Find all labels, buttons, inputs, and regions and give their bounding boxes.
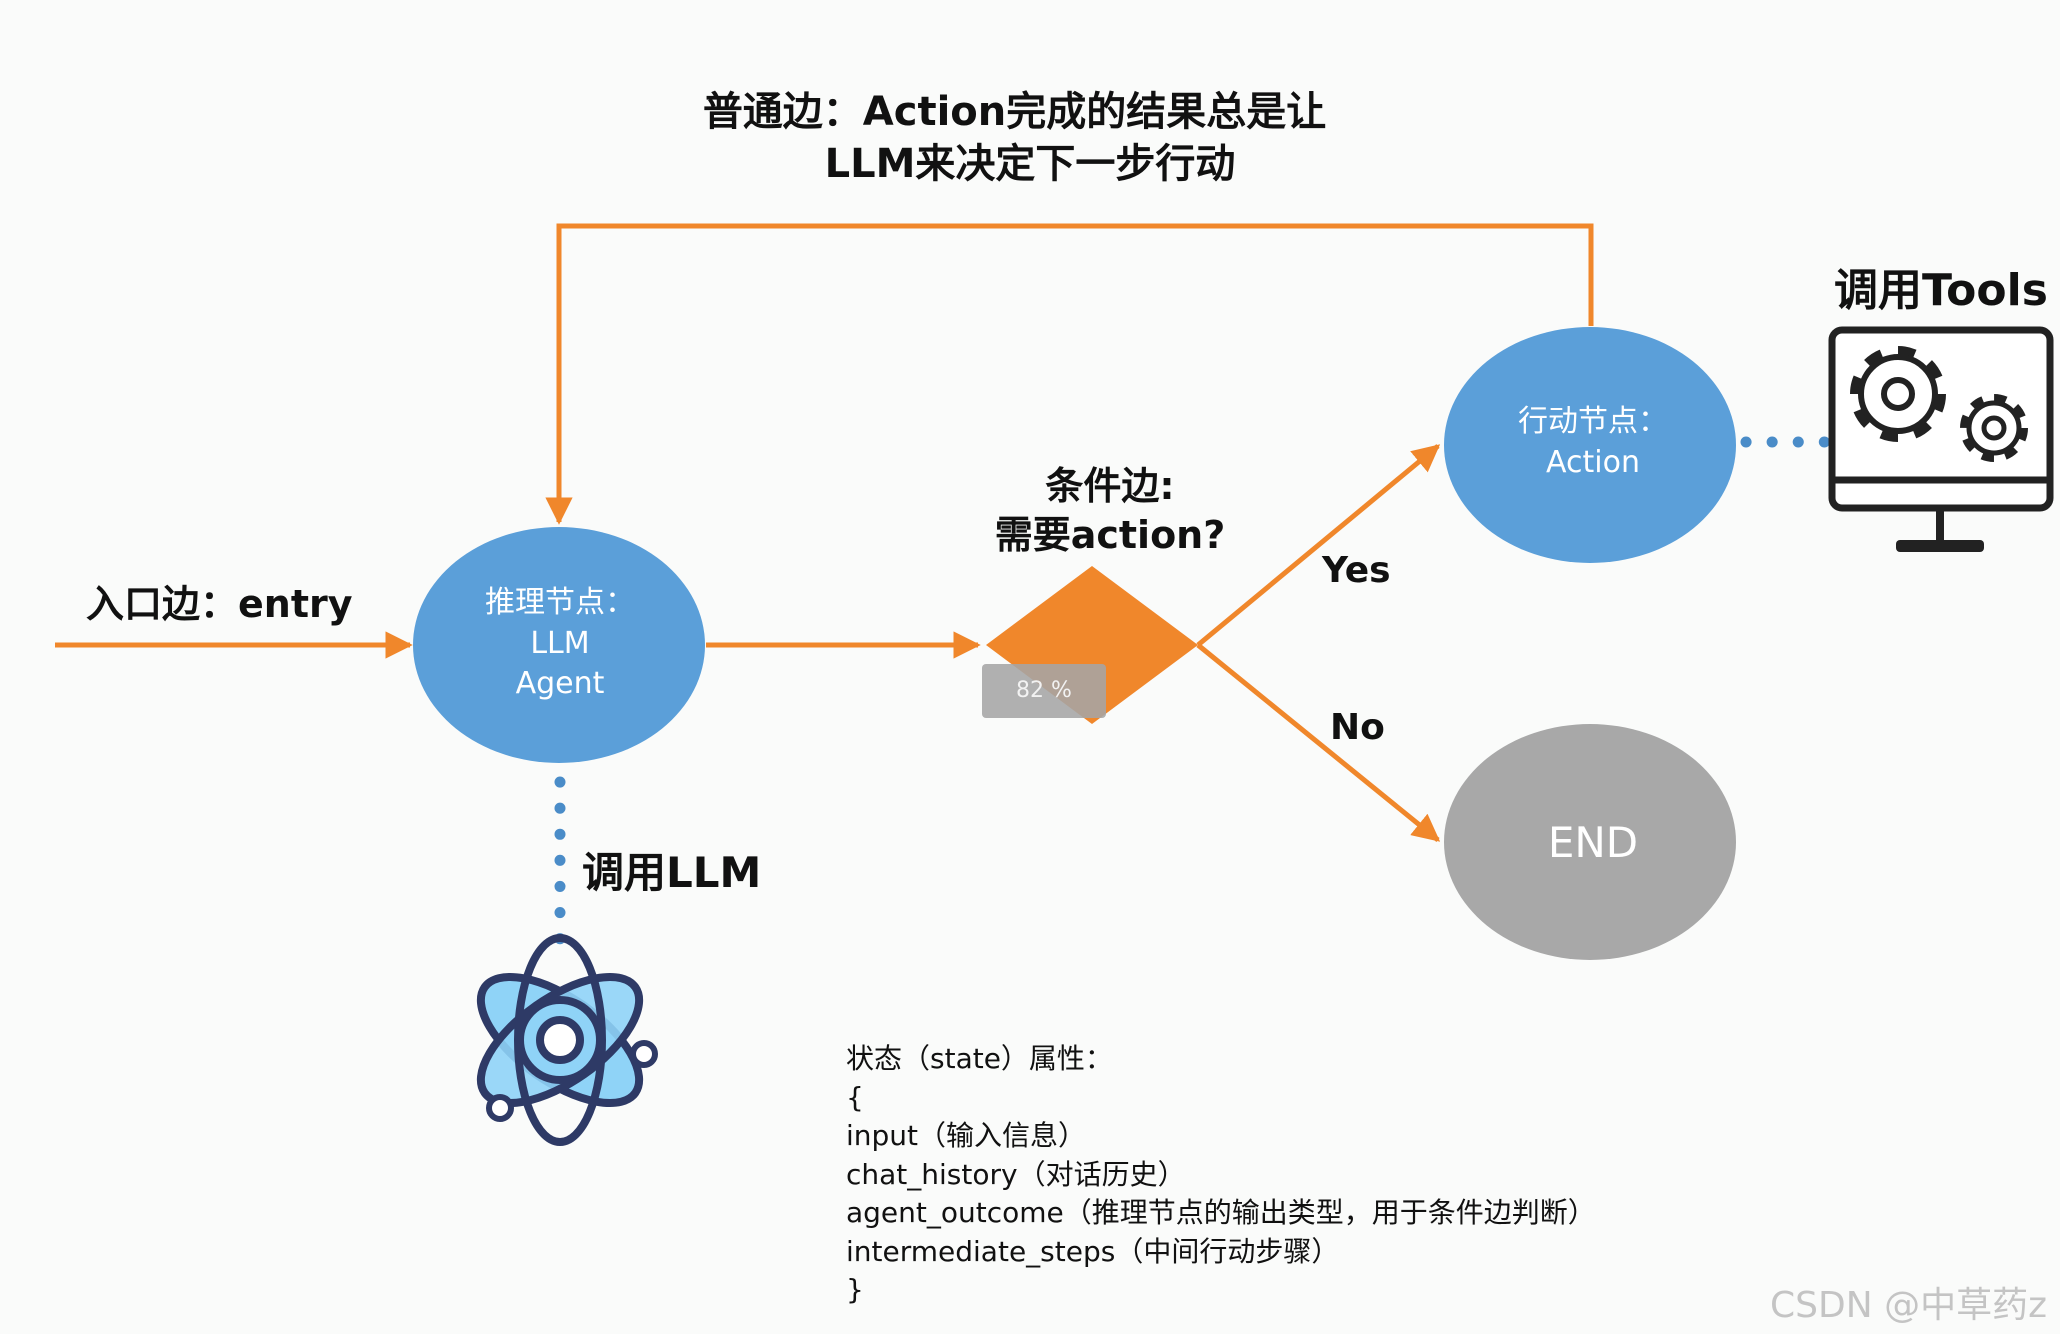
agent-node-text: 推理节点： LLM Agent [415,583,705,705]
action-node[interactable] [1444,327,1736,563]
end-node[interactable] [1444,724,1736,960]
state-open-brace: { [846,1080,864,1114]
call-llm-label: 调用LLM [582,848,762,897]
no-label: No [1330,707,1385,748]
state-attributes: 状态（state）属性： { input（输入信息） chat_history（… [846,1040,1596,1310]
agent-node-line2: LLM [530,625,590,661]
agent-node-line1: 推理节点： [485,585,635,620]
yes-edge [1196,444,1441,647]
normal-edge-label-line2: LLM来决定下一步行动 [824,141,1236,187]
state-field: input（输入信息） [846,1119,1087,1152]
watermark: CSDN @中草药z [1770,1285,2047,1326]
agent-node-line3: Agent [515,666,605,701]
entry-edge-label: 入口边：entry [86,582,353,626]
state-field: chat_history（对话历史） [846,1157,1186,1191]
normal-edge-label-line1: 普通边：Action完成的结果总是让 [702,89,1327,135]
action-node-line1: 行动节点： [1518,404,1668,439]
conditional-edge-label-line2: 需要action? [994,513,1226,558]
state-field: intermediate_steps（中间行动步骤） [846,1234,1340,1268]
state-field: agent_outcome（推理节点的输出类型，用于条件边判断） [846,1196,1596,1229]
call-tools-label: 调用Tools [1834,265,2048,316]
monitor-gears-icon [1828,326,2054,552]
conditional-edge-label: 条件边: 需要action? [980,462,1240,561]
yes-label: Yes [1322,550,1391,591]
normal-edge [545,223,1594,525]
agent-node[interactable] [413,527,705,763]
action-node-text: 行动节点： Action [1448,402,1738,483]
zoom-badge[interactable]: 82 % [982,664,1106,718]
action-node-line2: Action [1546,444,1640,480]
state-title: 状态（state）属性： [846,1042,1113,1075]
state-close-brace: } [846,1273,864,1306]
end-node-text: END [1547,818,1639,867]
atom-icon [476,934,658,1146]
no-edge [1196,643,1441,842]
conditional-edge-label-line1: 条件边: [1045,464,1175,508]
normal-edge-label: 普通边：Action完成的结果总是让 LLM来决定下一步行动 [0,86,2060,190]
